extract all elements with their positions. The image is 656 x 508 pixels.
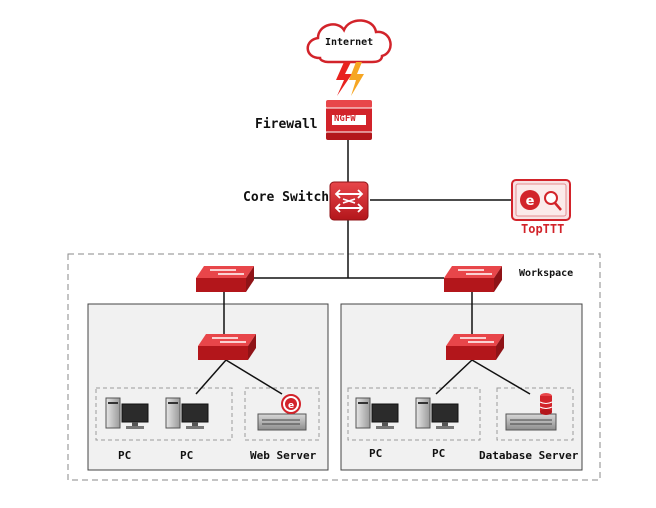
firewall-badge: NGFW	[334, 114, 356, 124]
lightning-icon	[336, 62, 364, 96]
connection-lines	[195, 140, 531, 395]
pc-icon	[415, 397, 459, 429]
svg-text:e: e	[526, 194, 535, 209]
right-group-panel	[340, 303, 583, 471]
pc-icon	[105, 397, 149, 429]
distribution-switch-right-icon	[444, 266, 502, 292]
right-pc1-label: PC	[369, 447, 383, 460]
distribution-switch-left-icon	[196, 266, 254, 292]
left-group-panel	[87, 303, 329, 471]
toptt-label: TopTTT	[521, 222, 565, 236]
database-server-icon	[505, 393, 557, 431]
pc-icon	[355, 397, 399, 429]
database-server-label: Database Server	[479, 449, 579, 462]
right-pc2-label: PC	[432, 447, 446, 460]
firewall-label: Firewall	[255, 117, 318, 132]
pc-icon	[165, 397, 209, 429]
access-switch-left-icon	[198, 334, 256, 360]
web-server-icon: e	[257, 394, 307, 431]
left-pc1-label: PC	[118, 449, 132, 462]
internet-label: Internet	[325, 37, 374, 48]
toptt-appliance-icon: e	[511, 179, 571, 221]
left-pc2-label: PC	[180, 449, 194, 462]
left-server-box	[244, 387, 320, 441]
core-switch-label: Core Switch	[243, 190, 330, 205]
svg-text:e: e	[288, 401, 294, 411]
web-server-label: Web Server	[250, 449, 317, 462]
workspace-label: Workspace	[519, 268, 574, 279]
core-switch-icon	[329, 181, 369, 221]
left-pcs-box	[95, 387, 233, 441]
access-switch-right-icon	[446, 334, 504, 360]
workspace-frame	[67, 253, 601, 481]
internet-cloud-icon	[306, 19, 392, 64]
firewall-icon	[326, 100, 372, 140]
right-server-box	[496, 387, 574, 441]
right-pcs-box	[347, 387, 481, 441]
